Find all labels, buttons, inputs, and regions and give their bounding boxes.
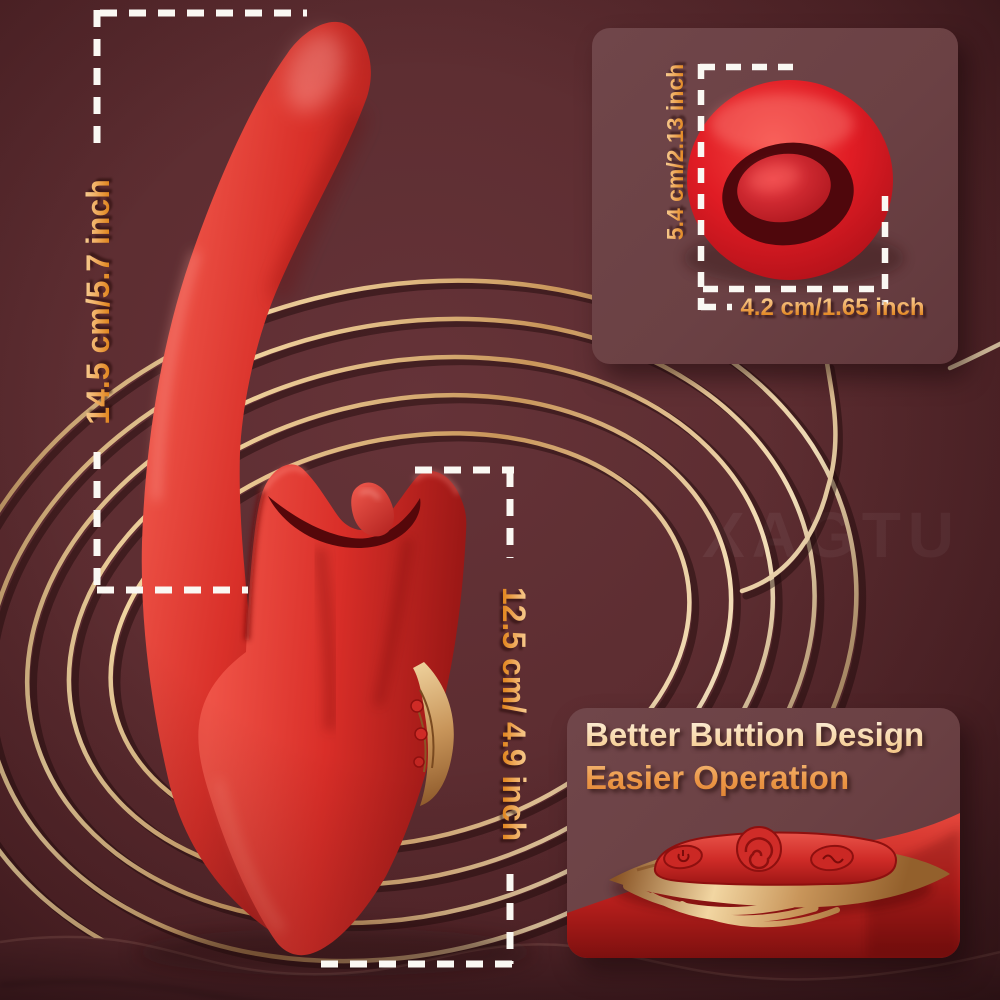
button-closeup — [567, 813, 960, 958]
button-bar — [653, 826, 897, 886]
head-measure-dashes — [697, 63, 889, 311]
feature-panel: Better Buttion Design Easier Operation — [567, 708, 960, 958]
vibrator-product — [141, 21, 467, 956]
side-button-icon — [410, 699, 424, 713]
gold-cord — [739, 341, 1000, 600]
tongue — [351, 482, 394, 537]
head-dimensions-panel: 5.4 cm/2.13 inch 4.2 cm/1.65 inch — [592, 28, 958, 364]
rose-dial-icon — [736, 826, 782, 872]
side-gold-fan — [410, 662, 454, 806]
head-top-view — [684, 63, 904, 311]
side-button-icon — [414, 727, 428, 741]
overall-length-label: 14.5 cm/5.7 inch — [80, 102, 120, 502]
body-length-label: 12.5 cm/ 4.9 inch — [492, 514, 532, 914]
product-shadow — [135, 928, 535, 976]
power-button-icon — [663, 844, 703, 870]
product-arm — [141, 21, 371, 952]
side-button-icon — [413, 756, 425, 768]
head-width-label: 4.2 cm/1.65 inch — [730, 294, 935, 324]
brand-watermark: XAGTU — [702, 499, 961, 571]
